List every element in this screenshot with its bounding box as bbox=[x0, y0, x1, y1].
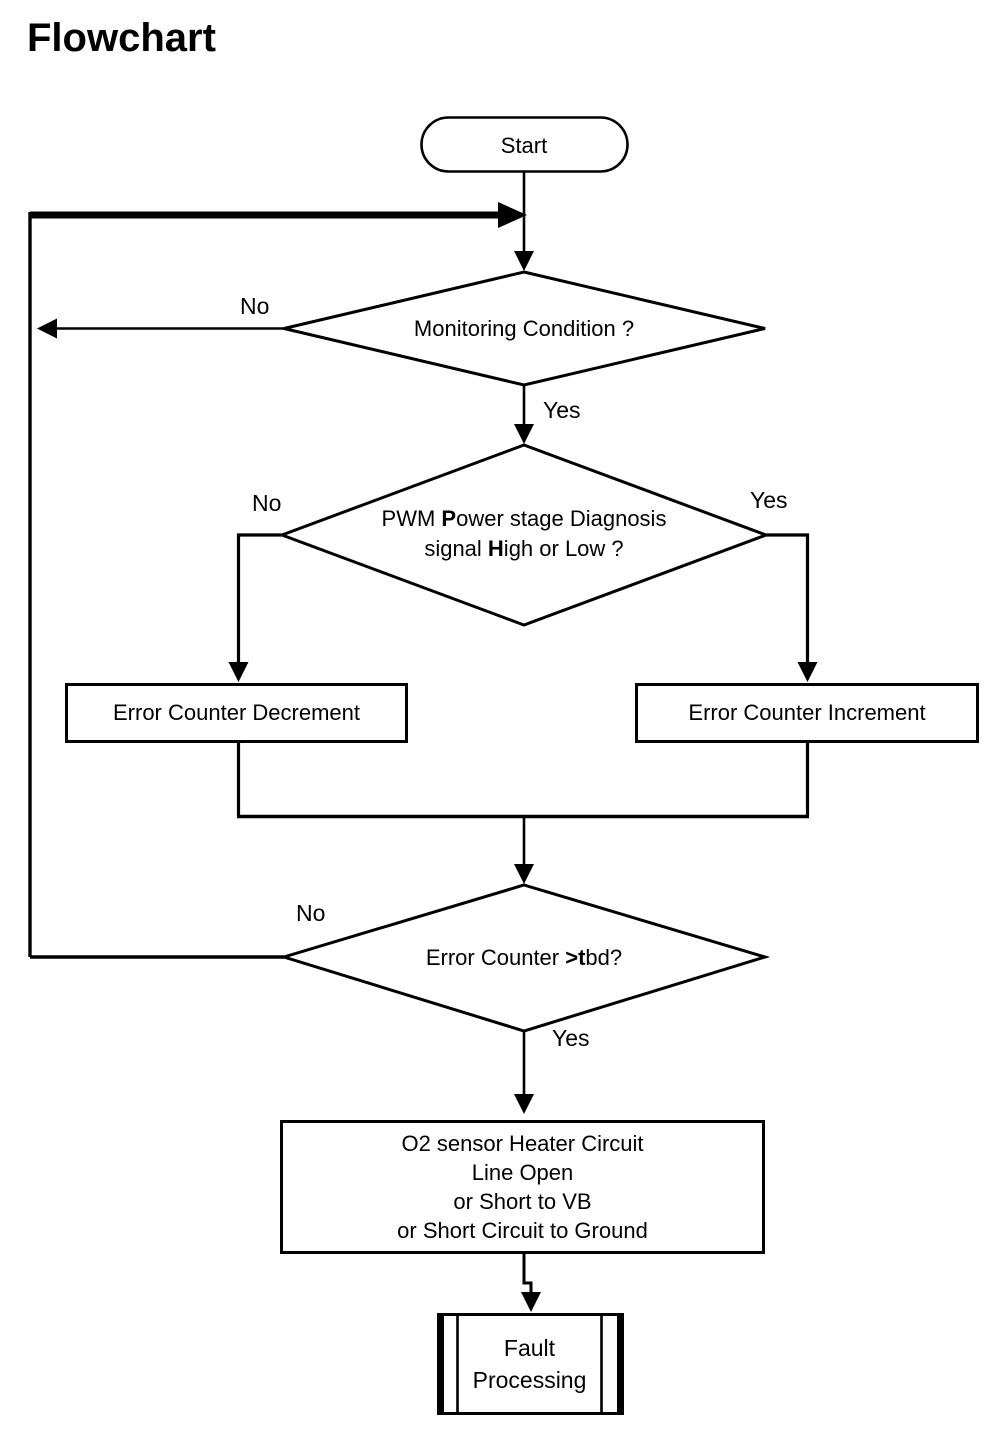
threshold-line: Error Counter >tbd? bbox=[425, 945, 623, 970]
node-fault-detail-label: O2 sensor Heater Circuit Line Open or Sh… bbox=[397, 1130, 648, 1243]
node-fault-processing-shape bbox=[437, 1313, 624, 1415]
edge-error-counter-yes bbox=[514, 1031, 534, 1114]
node-monitoring-condition-label: Monitoring Condition ? bbox=[413, 316, 635, 341]
node-fault-detail-shape bbox=[280, 1120, 765, 1254]
node-start-label: Start bbox=[500, 133, 548, 158]
pwm-line-2: signal High or Low ? bbox=[424, 536, 624, 561]
edge-merge-to-error-counter bbox=[236, 742, 810, 884]
edge-pwm-no bbox=[228, 533, 282, 682]
edge-detail-to-fault-processing bbox=[521, 1253, 541, 1312]
edge-label-error-counter-yes: Yes bbox=[552, 1025, 590, 1051]
edge-label-monitoring-yes: Yes bbox=[543, 397, 581, 423]
edge-monitoring-no bbox=[37, 318, 284, 339]
pwm-line-1: PWM Power stage Diagnosis bbox=[381, 506, 667, 531]
node-pwm-diagnosis-shape bbox=[277, 443, 771, 627]
edge-label-pwm-yes: Yes bbox=[750, 487, 788, 513]
node-error-counter-increment-label: Error Counter Increment bbox=[688, 700, 926, 725]
edge-label-error-counter-no: No bbox=[296, 900, 326, 926]
edge-pwm-yes bbox=[766, 533, 818, 682]
edge-monitoring-yes bbox=[514, 385, 534, 444]
edge-label-pwm-no: No bbox=[252, 490, 282, 516]
edge-feedback-loop bbox=[28, 202, 527, 957]
node-error-counter-threshold-label: Error Counter >tbd? bbox=[426, 943, 622, 973]
node-error-counter-increment-shape bbox=[635, 683, 979, 743]
node-pwm-diagnosis-label: PWM Power stage Diagnosis signal High or… bbox=[382, 504, 667, 564]
node-error-counter-decrement-shape bbox=[65, 683, 408, 743]
node-error-counter-decrement-label: Error Counter Decrement bbox=[113, 700, 360, 725]
node-start-shape bbox=[420, 116, 629, 173]
page-title: Flowchart bbox=[27, 16, 216, 60]
edge-label-monitoring-no: No bbox=[240, 293, 270, 319]
node-fault-processing-label: Fault Processing bbox=[472, 1335, 587, 1393]
edge-start-to-monitoring bbox=[514, 172, 534, 271]
